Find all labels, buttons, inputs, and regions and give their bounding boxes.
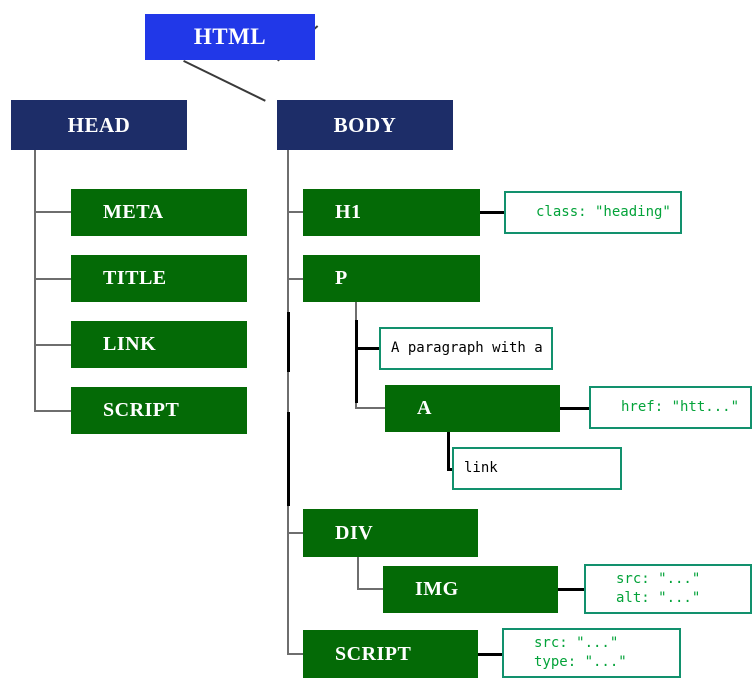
connector-body-spine-lower: [287, 412, 290, 506]
node-head-script-label: SCRIPT: [103, 399, 180, 421]
node-html-label: HTML: [193, 24, 267, 49]
node-meta[interactable]: META: [71, 189, 247, 236]
leaf-a-attr-line-0: href: "htt...": [621, 399, 740, 416]
node-a-label: A: [417, 397, 432, 419]
node-img[interactable]: IMG: [383, 566, 558, 613]
leaf-img-attributes: src: "..." alt: "...": [584, 564, 752, 614]
connector-head-spine: [34, 150, 36, 412]
leaf-script-attr-line-1: type: "...": [534, 654, 627, 670]
leaf-img-attr-line-0: src: "...": [616, 571, 701, 588]
connector-p-spine-bottom: [355, 403, 357, 409]
node-body[interactable]: BODY: [277, 100, 453, 150]
node-link[interactable]: LINK: [71, 321, 247, 368]
node-img-label: IMG: [415, 578, 459, 600]
connector-div-img: [357, 588, 383, 590]
connector-html-head: [183, 60, 266, 102]
connector-div-spine: [357, 557, 359, 590]
connector-head-title: [34, 278, 71, 280]
connector-script-attr: [478, 653, 502, 656]
connector-body-p: [287, 278, 303, 280]
connector-body-spine-bottom: [287, 506, 289, 654]
connector-body-spine-mid2: [287, 372, 289, 412]
connector-p-spine-top: [355, 302, 357, 320]
node-p-label: P: [335, 267, 348, 289]
connector-body-div: [287, 532, 303, 534]
leaf-h1-attr-line-0: class: "heading": [536, 204, 671, 221]
node-p[interactable]: P: [303, 255, 480, 302]
node-head[interactable]: HEAD: [11, 100, 187, 150]
connector-head-link: [34, 344, 71, 346]
leaf-script-attr-line-0: src: "...": [534, 635, 619, 652]
connector-img-attr: [558, 588, 584, 591]
leaf-p-text-node: A paragraph with a: [379, 327, 553, 370]
node-head-label: HEAD: [67, 112, 131, 137]
leaf-h1-class-attribute: class: "heading": [504, 191, 682, 234]
node-body-script[interactable]: SCRIPT: [303, 630, 478, 678]
connector-a-spine: [447, 432, 450, 470]
node-div-label: DIV: [335, 521, 374, 544]
node-body-label: BODY: [333, 112, 397, 137]
leaf-p-text-line-0: A paragraph with a: [391, 340, 543, 357]
connector-p-a: [355, 407, 385, 409]
connector-h1-attr: [480, 211, 504, 214]
connector-p-spine: [355, 320, 358, 403]
leaf-a-text-line-0: link: [464, 460, 498, 477]
connector-body-script: [287, 653, 303, 655]
leaf-a-text-node: link: [452, 447, 622, 490]
node-h1-label: H1: [335, 201, 362, 223]
connector-body-spine-mid: [287, 312, 290, 372]
leaf-a-href-attribute: href: "htt...": [589, 386, 752, 429]
node-div[interactable]: DIV: [303, 509, 478, 557]
connector-p-text: [355, 347, 379, 350]
connector-head-script: [34, 410, 71, 412]
node-html[interactable]: HTML: [145, 14, 315, 60]
node-a[interactable]: A: [385, 385, 560, 432]
node-link-label: LINK: [103, 333, 157, 355]
node-title[interactable]: TITLE: [71, 255, 247, 302]
leaf-script-attributes: src: "..." type: "...": [502, 628, 681, 678]
node-h1[interactable]: H1: [303, 189, 480, 236]
leaf-img-attr-line-1: alt: "...": [616, 590, 701, 606]
node-body-script-label: SCRIPT: [335, 642, 412, 665]
connector-a-attr: [560, 407, 589, 410]
connector-body-spine-upper: [287, 150, 289, 312]
node-head-script[interactable]: SCRIPT: [71, 387, 247, 434]
connector-body-h1: [287, 211, 303, 213]
node-title-label: TITLE: [103, 267, 167, 289]
connector-head-meta: [34, 211, 71, 213]
node-meta-label: META: [103, 201, 164, 223]
